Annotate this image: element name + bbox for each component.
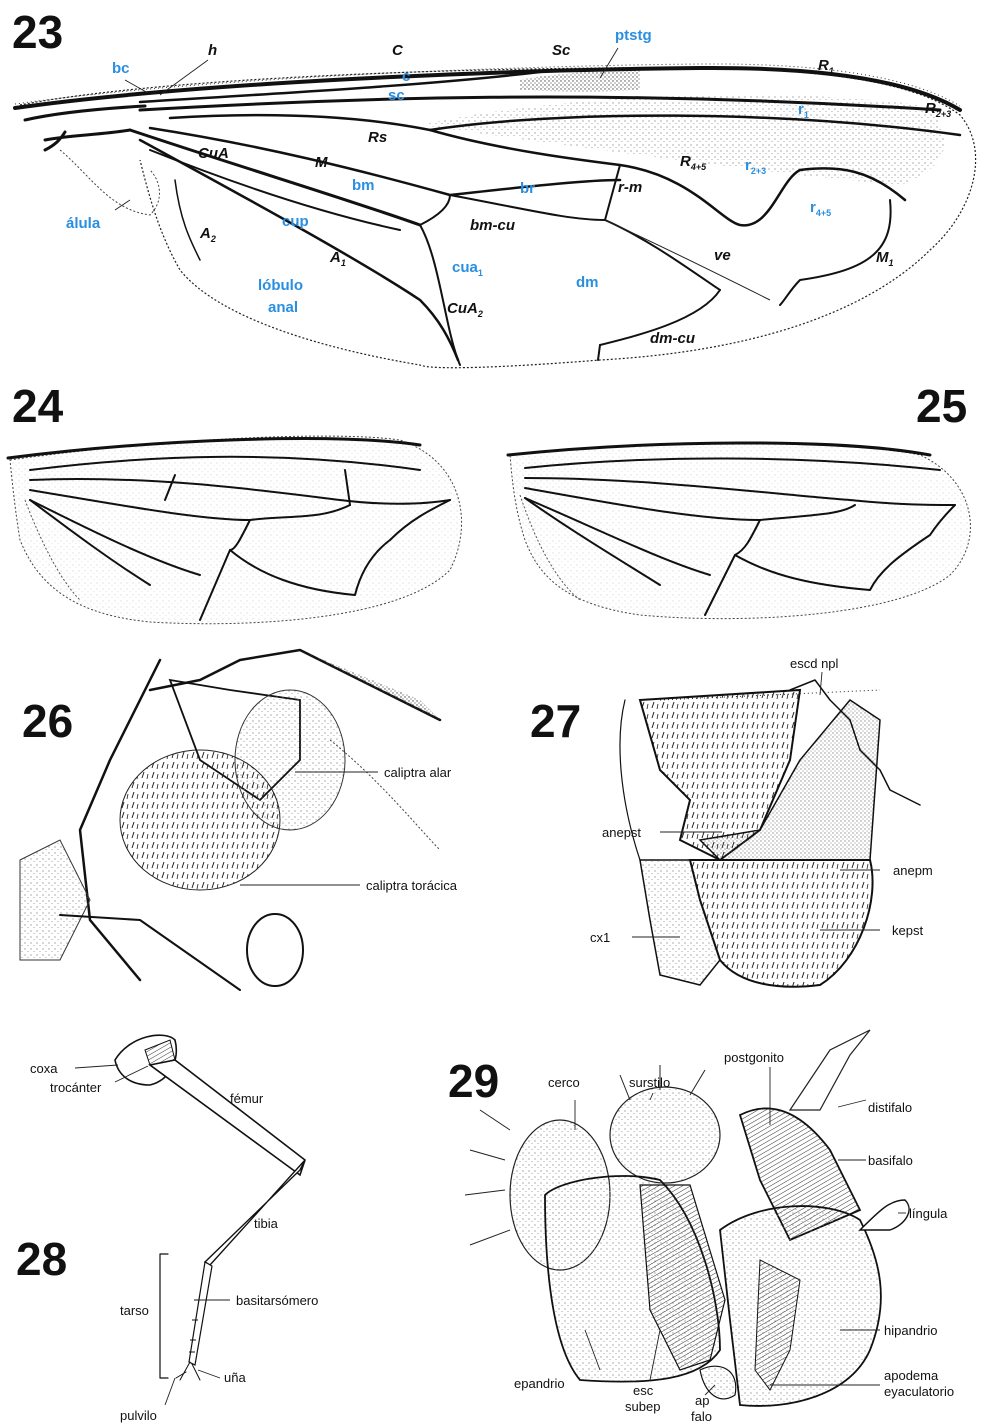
label-femur: fémur [230, 1091, 264, 1106]
figure-28-leg: 28 coxa trocánter fémur tibia tarso basi… [16, 1035, 318, 1423]
label-bm-cu: bm-cu [470, 217, 515, 234]
figure-29-genitalia: 29 cerco surstilo postgonito distifalo b… [448, 1030, 954, 1424]
label-anal: anal [268, 299, 298, 316]
label-CuA: CuA [198, 145, 229, 162]
label-dm-cu: dm-cu [650, 330, 695, 347]
figure-number-27: 27 [530, 695, 581, 747]
label-ap: ap [695, 1393, 709, 1408]
label-alula: álula [66, 215, 101, 232]
label-coxa: coxa [30, 1061, 58, 1076]
label-M: M [315, 154, 328, 171]
label-Sc: Sc [552, 42, 571, 59]
label-tibia: tibia [254, 1216, 279, 1231]
label-caliptra-alar: caliptra alar [384, 765, 452, 780]
label-anepst: anepst [602, 825, 641, 840]
label-h: h [208, 42, 217, 59]
label-kepst: kepst [892, 923, 923, 938]
label-falo: falo [691, 1409, 712, 1424]
label-trocanter: trocánter [50, 1080, 102, 1095]
label-lobulo: lóbulo [258, 277, 303, 294]
label-epandrio: epandrio [514, 1376, 565, 1391]
label-cerco: cerco [548, 1075, 580, 1090]
label-subep: subep [625, 1399, 660, 1414]
calyptra-thoracic-shape [120, 750, 280, 890]
label-basitarsomero: basitarsómero [236, 1293, 318, 1308]
label-anepm: anepm [893, 863, 933, 878]
label-CuA2: CuA2 [447, 300, 483, 319]
label-cup: cup [282, 213, 309, 230]
label-br: br [520, 180, 535, 197]
figure-25-wing: 25 [508, 380, 970, 619]
label-caliptra-toracica: caliptra torácica [366, 878, 458, 893]
figure-number-23: 23 [12, 6, 63, 58]
label-apodema: apodema [884, 1368, 939, 1383]
label-R1: R1 [818, 57, 834, 76]
label-tarso: tarso [120, 1303, 149, 1318]
figure-number-26: 26 [22, 695, 73, 747]
figure-26-calypters: 26 caliptra alar caliptra torácica [20, 650, 458, 990]
figure-27-pleura: 27 escd npl anepst anepm cx1 kepst [530, 656, 933, 987]
label-Rs: Rs [368, 129, 387, 146]
label-c: c [402, 68, 410, 85]
label-esc: esc [633, 1383, 654, 1398]
label-basifalo: basifalo [868, 1153, 913, 1168]
label-hipandrio: hipandrio [884, 1323, 938, 1338]
label-escd-npl: escd npl [790, 656, 839, 671]
label-C: C [392, 42, 404, 59]
label-eyaculatorio: eyaculatorio [884, 1384, 954, 1399]
label-bm: bm [352, 177, 375, 194]
label-ptstg: ptstg [615, 27, 652, 44]
surstylus-shape [610, 1087, 720, 1183]
label-ve: ve [714, 247, 731, 264]
figure-23-wing: 23 h C Sc R1 R2+3 Rs CuA M R4+5 r-m bm-c… [12, 6, 976, 368]
label-pulvilo: pulvilo [120, 1408, 157, 1423]
label-dm: dm [576, 274, 599, 291]
label-postgonito: postgonito [724, 1050, 784, 1065]
label-surstilo: surstilo [629, 1075, 670, 1090]
figure-24-wing: 24 [8, 380, 462, 624]
label-distifalo: distifalo [868, 1100, 912, 1115]
figure-number-25: 25 [916, 380, 967, 432]
figure-number-28: 28 [16, 1233, 67, 1285]
label-una: uña [224, 1370, 246, 1385]
hypandrium-shape [720, 1206, 881, 1406]
figure-number-29: 29 [448, 1055, 499, 1107]
label-sc: sc [388, 87, 405, 104]
label-cx1: cx1 [590, 930, 610, 945]
label-r-m: r-m [618, 179, 642, 196]
label-lingula: língula [909, 1206, 948, 1221]
label-bc: bc [112, 60, 130, 77]
figure-number-24: 24 [12, 380, 64, 432]
